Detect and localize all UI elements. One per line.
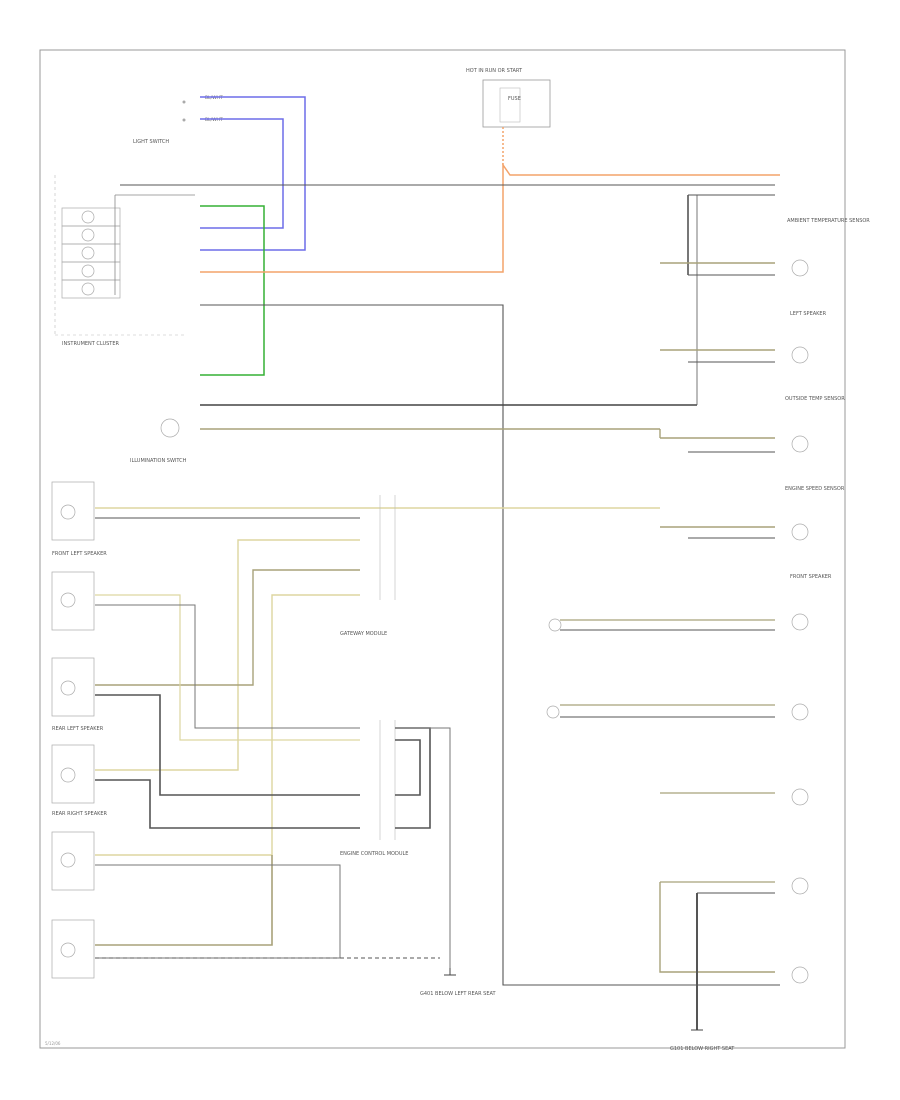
fuse-label: FUSE xyxy=(508,96,521,102)
light-switch: LIGHT SWITCH BL/WHT BL/WHT xyxy=(133,95,223,145)
svg-text:BL/WHT: BL/WHT xyxy=(205,95,223,101)
outside-temp-label: OUTSIDE TEMP SENSOR xyxy=(785,396,845,402)
diagram-border xyxy=(39,49,846,1049)
illumination-switch: ILLUMINATION SWITCH xyxy=(130,418,187,464)
fuse-box: HOT IN RUN OR START FUSE xyxy=(466,68,551,128)
diagram-code: 5/12/06 xyxy=(45,1041,61,1046)
left-speaker-label: LEFT SPEAKER xyxy=(790,311,827,317)
ground-left-label: G401 BELOW LEFT REAR SEAT xyxy=(420,991,497,997)
engine-control-label: ENGINE CONTROL MODULE xyxy=(340,851,408,857)
trans-sensor-label: AMBIENT TEMPERATURE SENSOR xyxy=(787,218,870,224)
green-wire xyxy=(200,205,265,376)
illumination-switch-label: ILLUMINATION SWITCH xyxy=(130,458,187,464)
dark-wire-long xyxy=(200,304,780,986)
blue-wire-2 xyxy=(200,118,284,229)
rear-right-speaker-label: REAR RIGHT SPEAKER xyxy=(52,811,108,817)
engine-speed-label: ENGINE SPEED SENSOR xyxy=(785,486,845,492)
right-components xyxy=(791,259,809,984)
front-left-speaker-label: FRONT LEFT SPEAKER xyxy=(52,551,107,557)
instrument-cluster-label: INSTRUMENT CLUSTER xyxy=(62,341,120,347)
instrument-cluster: INSTRUMENT CLUSTER xyxy=(54,175,185,347)
blue-wire-1 xyxy=(200,96,306,251)
svg-text:BL/WHT: BL/WHT xyxy=(205,117,223,123)
ground-right-label: G101 BELOW RIGHT SEAT xyxy=(670,1046,735,1052)
light-switch-label: LIGHT SWITCH xyxy=(133,139,169,145)
left-speakers xyxy=(51,481,95,979)
hot-in-run-label: HOT IN RUN OR START xyxy=(466,68,523,74)
gateway-label: GATEWAY MODULE xyxy=(340,631,387,637)
front-speaker-label: FRONT SPEAKER xyxy=(790,574,832,580)
ground-left-symbol xyxy=(444,968,456,976)
rear-left-speaker-label: REAR LEFT SPEAKER xyxy=(52,726,104,732)
orange-wire xyxy=(200,162,780,273)
